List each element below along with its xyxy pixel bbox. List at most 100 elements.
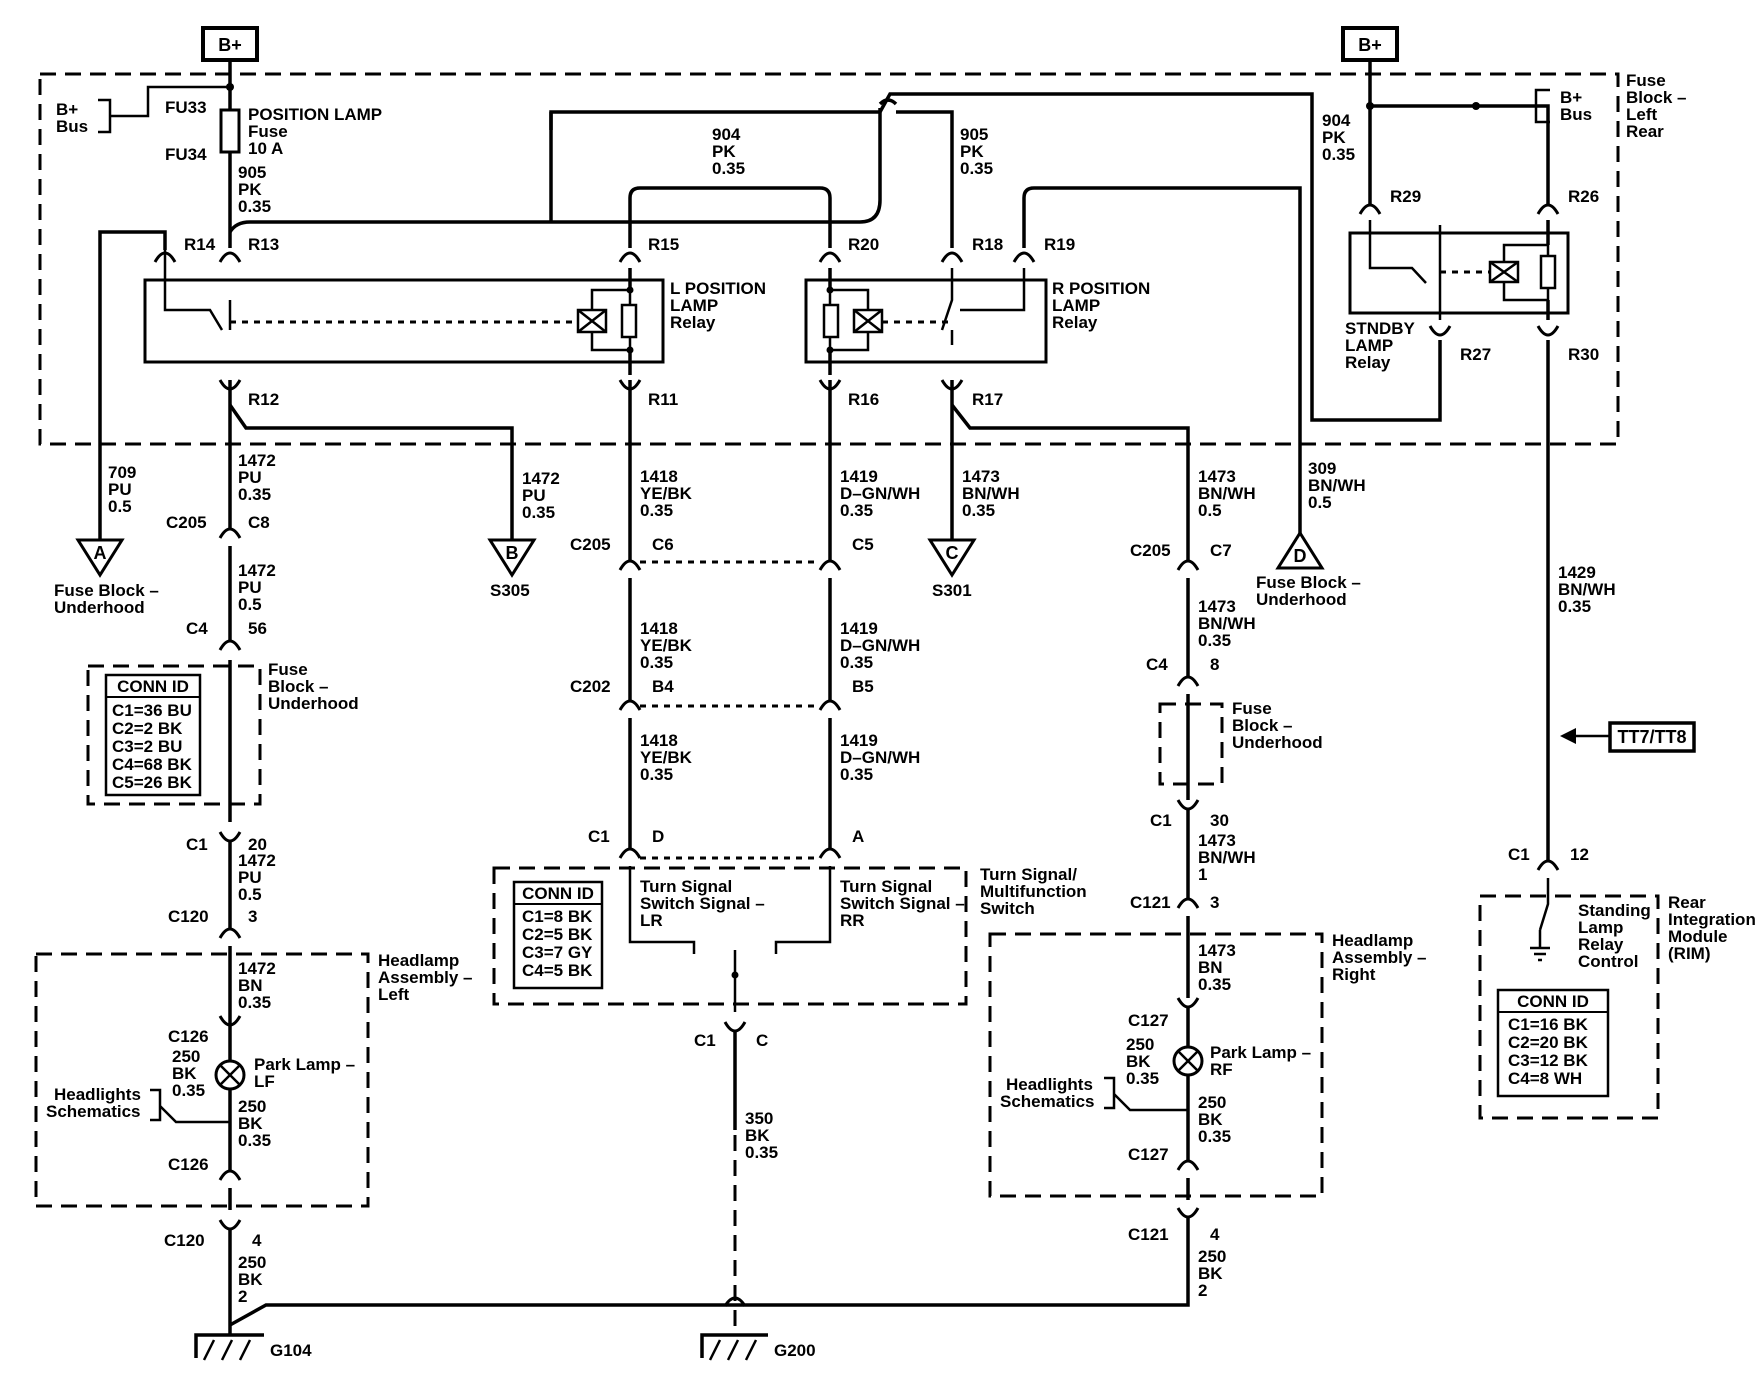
wire-1472-c-label: 1472 PU 0.5 [238, 851, 276, 904]
headlights-schematics-right: Headlights Schematics [1000, 1075, 1095, 1111]
c120-b-pin-label: 4 [252, 1231, 262, 1250]
svg-text:350: 350 [745, 1109, 773, 1128]
svg-text:250: 250 [1198, 1247, 1226, 1266]
c8-label: C8 [248, 513, 270, 532]
wire-905-top-label: 905 PK 0.35 [238, 163, 271, 216]
svg-text:BN/WH: BN/WH [1198, 614, 1256, 633]
svg-text:Multifunction: Multifunction [980, 882, 1087, 901]
svg-text:Assembly –: Assembly – [1332, 948, 1427, 967]
svg-text:Schematics: Schematics [46, 1102, 141, 1121]
park-lamp-rf-label: Park Lamp – RF [1210, 1043, 1311, 1079]
c6-label: C6 [652, 535, 674, 554]
svg-text:C2=2 BK: C2=2 BK [112, 719, 183, 738]
svg-text:PU: PU [238, 578, 262, 597]
wire-1473-s301-label: 1473 BN/WH 0.35 [962, 467, 1020, 520]
svg-text:Assembly –: Assembly – [378, 968, 473, 987]
svg-text:R19: R19 [1044, 235, 1075, 254]
svg-text:0.35: 0.35 [238, 1131, 271, 1150]
c7-label: C7 [1210, 541, 1232, 560]
rim-title: Rear Integration Module (RIM) [1668, 893, 1756, 963]
svg-text:Relay: Relay [1052, 313, 1098, 332]
c121-b-pin-label: 4 [1210, 1225, 1220, 1244]
wire-350-label: 350 BK 0.35 [745, 1109, 778, 1162]
ground-g200-icon: G200 [700, 1333, 816, 1361]
svg-text:10 A: 10 A [248, 139, 283, 158]
svg-text:1473: 1473 [1198, 597, 1236, 616]
svg-text:Turn Signal/: Turn Signal/ [980, 865, 1077, 884]
svg-text:BN: BN [238, 976, 263, 995]
svg-text:0.35: 0.35 [962, 501, 995, 520]
b4-label: B4 [652, 677, 674, 696]
svg-text:R30: R30 [1568, 345, 1599, 364]
svg-text:B+: B+ [218, 35, 242, 55]
wire-1418-b-label: 1418 YE/BK 0.35 [640, 619, 693, 672]
svg-text:1473: 1473 [962, 467, 1000, 486]
c4-right-pin-label: 8 [1210, 655, 1219, 674]
svg-text:BK: BK [238, 1114, 263, 1133]
svg-text:Underhood: Underhood [1232, 733, 1323, 752]
svg-text:1472: 1472 [522, 469, 560, 488]
c120-a-pin-label: 3 [248, 907, 257, 926]
svg-text:0.35: 0.35 [840, 501, 873, 520]
svg-text:Rear: Rear [1668, 893, 1706, 912]
svg-text:R13: R13 [248, 235, 279, 254]
r-position-lamp-relay [804, 278, 1048, 364]
svg-text:0.35: 0.35 [840, 653, 873, 672]
svg-text:0.35: 0.35 [522, 503, 555, 522]
wire-250-lf1-label: 250 BK 0.35 [172, 1047, 205, 1100]
svg-text:1472: 1472 [238, 451, 276, 470]
svg-text:YE/BK: YE/BK [640, 636, 693, 655]
c1-right-pin-label: 30 [1210, 811, 1229, 830]
svg-text:0.35: 0.35 [238, 197, 271, 216]
turn-switch-title: Turn Signal/ Multifunction Switch [980, 865, 1087, 918]
svg-text:1419: 1419 [840, 467, 878, 486]
svg-text:0.35: 0.35 [712, 159, 745, 178]
svg-text:0.35: 0.35 [840, 765, 873, 784]
wire-250-rf2-label: 250 BK 0.35 [1198, 1093, 1231, 1146]
svg-text:709: 709 [108, 463, 136, 482]
svg-text:Switch Signal –: Switch Signal – [640, 894, 765, 913]
wire-1473-a-label: 1473 BN/WH 0.5 [1198, 467, 1256, 520]
svg-text:1473: 1473 [1198, 831, 1236, 850]
c205-left-label: C205 [166, 513, 207, 532]
b5-label: B5 [852, 677, 874, 696]
wire-1418-c-label: 1418 YE/BK 0.35 [640, 731, 693, 784]
svg-text:Left: Left [378, 985, 410, 1004]
svg-text:LR: LR [640, 911, 663, 930]
wire-1473-b-label: 1473 BN/WH 0.35 [1198, 597, 1256, 650]
l-position-lamp-relay [143, 278, 665, 364]
wire-309-label: 309 BN/WH 0.5 [1308, 459, 1366, 512]
svg-text:R POSITION: R POSITION [1052, 279, 1150, 298]
svg-text:BK: BK [1126, 1052, 1151, 1071]
fuse-block-underhood-right [1158, 702, 1224, 786]
svg-text:R29: R29 [1390, 187, 1421, 206]
svg-text:C2=5 BK: C2=5 BK [522, 925, 593, 944]
c1-rim-label: C1 [1508, 845, 1530, 864]
svg-text:CONN ID: CONN ID [1517, 992, 1589, 1011]
c121-a-pin-label: 3 [1210, 893, 1219, 912]
svg-text:R18: R18 [972, 235, 1003, 254]
svg-text:C3=12 BK: C3=12 BK [1508, 1051, 1589, 1070]
svg-text:Integration: Integration [1668, 910, 1756, 929]
svg-text:Block –: Block – [1626, 88, 1686, 107]
svg-text:BN/WH: BN/WH [1308, 476, 1366, 495]
svg-text:Headlamp: Headlamp [1332, 931, 1413, 950]
b-plus-bus-left: B+ Bus [56, 85, 230, 136]
svg-text:250: 250 [172, 1047, 200, 1066]
svg-text:0.35: 0.35 [640, 765, 673, 784]
svg-text:Fuse: Fuse [268, 660, 308, 679]
svg-text:C1=16 BK: C1=16 BK [1508, 1015, 1589, 1034]
position-lamp-fuse [219, 108, 241, 154]
wire-1419-a-label: 1419 D–GN/WH 0.35 [840, 467, 920, 520]
svg-text:Turn Signal: Turn Signal [640, 877, 732, 896]
svg-text:BN/WH: BN/WH [962, 484, 1020, 503]
svg-text:D: D [1294, 546, 1307, 566]
svg-text:C3=2 BU: C3=2 BU [112, 737, 182, 756]
c202-label: C202 [570, 677, 611, 696]
headlamp-right-label: Headlamp Assembly – Right [1332, 931, 1427, 984]
svg-text:R27: R27 [1460, 345, 1491, 364]
c4-pin-label: 56 [248, 619, 267, 638]
b-plus-left-box: B+ [201, 26, 259, 62]
svg-text:LF: LF [254, 1072, 275, 1091]
